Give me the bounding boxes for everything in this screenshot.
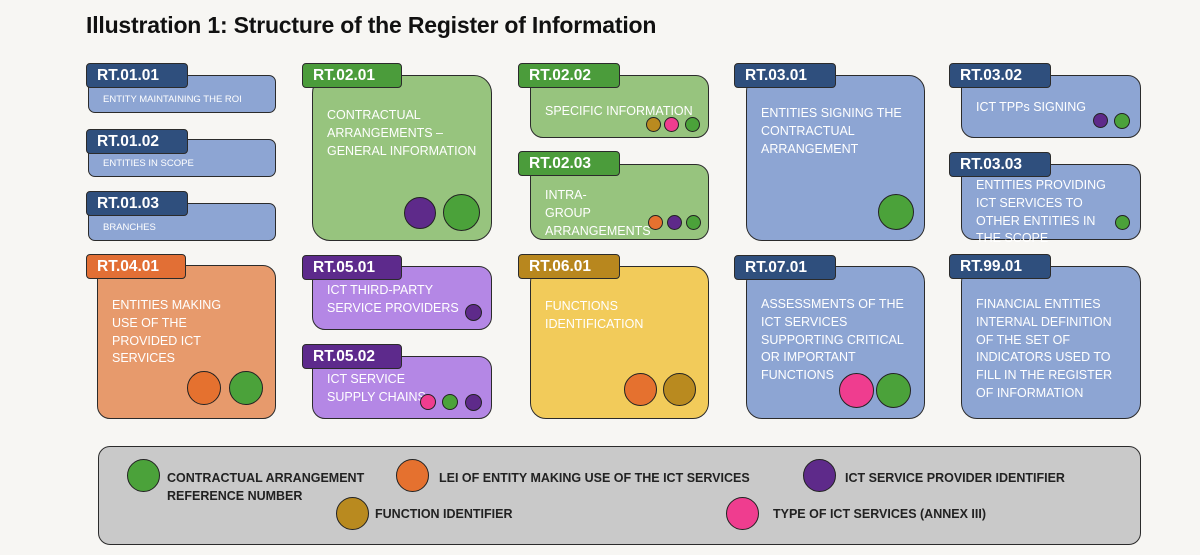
lei-icon: [624, 373, 657, 406]
table-card-rt-04-01: ENTITIES MAKING USE OF THE PROVIDED ICT …: [97, 265, 276, 419]
table-code-tab: RT.02.01: [302, 63, 402, 88]
function-identifier-icon: [646, 117, 661, 132]
legend-label: TYPE OF ICT SERVICES (ANNEX III): [773, 507, 986, 521]
provider-identifier-icon: [465, 304, 482, 321]
table-label: CONTRACTUAL ARRANGEMENTS – GENERAL INFOR…: [327, 108, 477, 158]
table-label: SPECIFIC INFORMATION: [545, 104, 693, 118]
contract-reference-icon: [229, 371, 263, 405]
table-code-tab: RT.03.02: [949, 63, 1051, 88]
contract-reference-icon: [443, 194, 480, 231]
function-identifier-icon: [336, 497, 369, 530]
service-type-icon: [420, 394, 436, 410]
table-label: ICT TPPs SIGNING: [976, 100, 1086, 114]
contract-reference-icon: [127, 459, 160, 492]
legend-label: LEI OF ENTITY MAKING USE OF THE ICT SERV…: [439, 471, 750, 485]
table-code-tab: RT.05.02: [302, 344, 402, 369]
page-title: Illustration 1: Structure of the Registe…: [86, 12, 657, 38]
contract-reference-icon: [878, 194, 914, 230]
legend-label: CONTRACTUAL ARRANGEMENT REFERENCE NUMBER: [167, 471, 365, 503]
table-code-tab: RT.07.01: [734, 255, 836, 280]
table-card-rt-02-01: CONTRACTUAL ARRANGEMENTS – GENERAL INFOR…: [312, 75, 492, 241]
table-code-tab: RT.01.02: [86, 129, 188, 154]
table-card-rt-99-01: FINANCIAL ENTITIES INTERNAL DEFINITION O…: [961, 266, 1141, 419]
lei-icon: [187, 371, 221, 405]
table-card-rt-06-01: FUNCTIONS IDENTIFICATION: [530, 266, 709, 419]
table-code-tab: RT.01.03: [86, 191, 188, 216]
service-type-icon: [664, 117, 679, 132]
table-label: FUNCTIONS IDENTIFICATION: [545, 299, 644, 331]
table-label: ENTITY MAINTAINING THE ROI: [103, 94, 242, 105]
table-label: INTRA-GROUP ARRANGEMENTS: [545, 188, 651, 238]
table-label: ASSESSMENTS OF THE ICT SERVICES SUPPORTI…: [761, 297, 904, 382]
table-code-tab: RT.03.03: [949, 152, 1051, 177]
provider-identifier-icon: [404, 197, 436, 229]
legend-label: FUNCTION IDENTIFIER: [375, 507, 513, 521]
table-label: ENTITIES MAKING USE OF THE PROVIDED ICT …: [112, 298, 222, 366]
contract-reference-icon: [876, 373, 911, 408]
legend: CONTRACTUAL ARRANGEMENT REFERENCE NUMBER…: [98, 446, 1141, 545]
contract-reference-icon: [685, 117, 700, 132]
function-identifier-icon: [663, 373, 696, 406]
table-card-rt-05-01: ICT THIRD-PARTY SERVICE PROVIDERS: [312, 266, 492, 330]
provider-identifier-icon: [667, 215, 682, 230]
table-code-tab: RT.03.01: [734, 63, 836, 88]
table-code-tab: RT.02.03: [518, 151, 620, 176]
table-code-tab: RT.02.02: [518, 63, 620, 88]
table-label: ENTITIES IN SCOPE: [103, 158, 194, 169]
provider-identifier-icon: [1093, 113, 1108, 128]
table-code-tab: RT.01.01: [86, 63, 188, 88]
provider-identifier-icon: [465, 394, 482, 411]
contract-reference-icon: [1115, 215, 1130, 230]
contract-reference-icon: [686, 215, 701, 230]
contract-reference-icon: [1114, 113, 1130, 129]
table-label: ENTITIES PROVIDING ICT SERVICES TO OTHER…: [976, 178, 1106, 246]
table-label: ICT SERVICE SUPPLY CHAINS: [327, 372, 426, 404]
contract-reference-icon: [442, 394, 458, 410]
service-type-icon: [726, 497, 759, 530]
table-code-tab: RT.04.01: [86, 254, 186, 279]
lei-icon: [396, 459, 429, 492]
table-card-rt-02-02: SPECIFIC INFORMATION: [530, 75, 709, 138]
table-card-rt-03-01: ENTITIES SIGNING THE CONTRACTUAL ARRANGE…: [746, 75, 925, 241]
table-card-rt-07-01: ASSESSMENTS OF THE ICT SERVICES SUPPORTI…: [746, 266, 925, 419]
table-label: ICT THIRD-PARTY SERVICE PROVIDERS: [327, 283, 459, 315]
table-code-tab: RT.99.01: [949, 254, 1051, 279]
provider-identifier-icon: [803, 459, 836, 492]
table-label: FINANCIAL ENTITIES INTERNAL DEFINITION O…: [976, 297, 1113, 400]
service-type-icon: [839, 373, 874, 408]
table-code-tab: RT.05.01: [302, 255, 402, 280]
table-label: ENTITIES SIGNING THE CONTRACTUAL ARRANGE…: [761, 106, 902, 156]
lei-icon: [648, 215, 663, 230]
legend-label: ICT SERVICE PROVIDER IDENTIFIER: [845, 471, 1065, 485]
table-label: BRANCHES: [103, 222, 156, 233]
table-code-tab: RT.06.01: [518, 254, 620, 279]
table-card-rt-02-03: INTRA-GROUP ARRANGEMENTS: [530, 164, 709, 240]
